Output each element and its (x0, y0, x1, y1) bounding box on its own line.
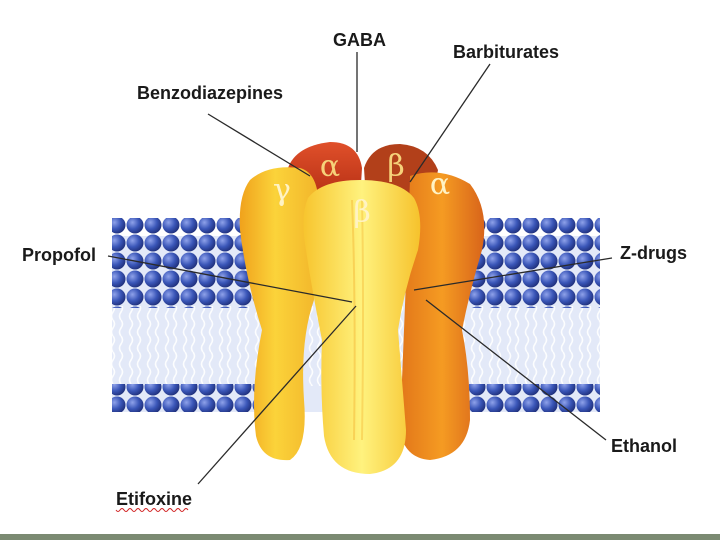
slide-bottom-bar (0, 534, 720, 540)
label-benzodiazepines: Benzodiazepines (137, 83, 283, 103)
label-ethanol: Ethanol (611, 436, 677, 456)
label-gaba: GABA (333, 30, 386, 50)
label-z-drugs: Z-drugs (620, 243, 687, 263)
channel-pore-line-2 (362, 200, 363, 440)
label-etifoxine: Etifoxine (116, 489, 192, 509)
inner-lipid-heads-left (112, 384, 272, 412)
subunit-label-alpha-left: α (320, 149, 340, 184)
label-barbiturates: Barbiturates (453, 42, 559, 62)
subunit-label-alpha-right: α (430, 167, 450, 202)
subunit-label-beta-front: β (353, 195, 370, 230)
label-propofol: Propofol (22, 245, 96, 265)
leader-benzodiazepines (208, 114, 310, 176)
leader-barbiturates (410, 64, 490, 182)
inner-lipid-heads-right (448, 384, 600, 412)
subunit-label-beta-back: β (387, 149, 404, 184)
subunit-label-gamma: γ (273, 173, 291, 208)
gaba-a-receptor: α β α γ β (240, 142, 485, 474)
